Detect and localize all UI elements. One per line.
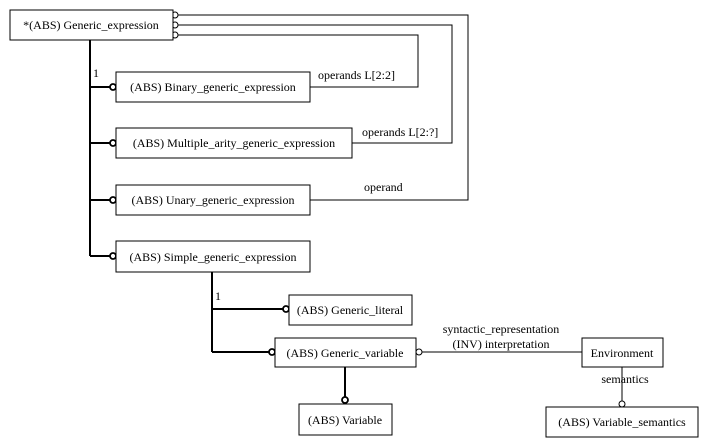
label-operands-multiple: operands L[2:?] <box>362 125 438 139</box>
entity-variable: (ABS) Variable <box>298 403 393 436</box>
label-cardinality-generic-expression: 1 <box>93 66 99 80</box>
entity-generic-variable: (ABS) Generic_variable <box>274 337 417 368</box>
entity-generic-literal: (ABS) Generic_literal <box>288 294 413 326</box>
subtype-endpoint-binary <box>109 83 117 91</box>
entity-label: *(ABS) Generic_expression <box>23 18 159 32</box>
entity-label: (ABS) Variable_semantics <box>558 415 686 429</box>
subtype-endpoint-simple <box>109 252 117 260</box>
entity-binary-generic-expression: (ABS) Binary_generic_expression <box>115 71 311 103</box>
entity-label: (ABS) Generic_variable <box>287 346 404 360</box>
entity-label: (ABS) Generic_literal <box>297 303 404 317</box>
entity-generic-expression: *(ABS) Generic_expression <box>9 9 174 41</box>
label-inv-interpretation: (INV) interpretation <box>453 337 550 351</box>
relation-endpoint-interpretation <box>415 348 423 356</box>
subtype-endpoint-variable-entity <box>341 396 349 404</box>
label-cardinality-simple: 1 <box>215 289 221 303</box>
label-syntactic-representation: syntactic_representation <box>443 322 560 336</box>
entity-label: Environment <box>591 346 654 360</box>
entity-label: (ABS) Simple_generic_expression <box>130 250 297 264</box>
subtype-endpoint-variable <box>268 348 276 356</box>
relation-endpoint-semantics <box>618 400 626 408</box>
label-operand-unary: operand <box>364 180 403 194</box>
entity-variable-semantics: (ABS) Variable_semantics <box>545 406 699 438</box>
label-semantics: semantics <box>601 372 649 386</box>
relation-line-operands-binary <box>178 34 419 88</box>
entity-label: (ABS) Variable <box>308 413 382 427</box>
entity-simple-generic-expression: (ABS) Simple_generic_expression <box>115 240 311 273</box>
entity-unary-generic-expression: (ABS) Unary_generic_expression <box>115 184 311 216</box>
subtype-endpoint-literal <box>282 305 290 313</box>
subtype-endpoint-multiple <box>109 139 117 147</box>
entity-label: (ABS) Binary_generic_expression <box>130 80 296 94</box>
entity-environment: Environment <box>581 337 664 368</box>
relation-line-operands-multiple <box>178 24 453 144</box>
subtype-endpoint-unary <box>109 196 117 204</box>
entity-label: (ABS) Multiple_arity_generic_expression <box>133 136 335 150</box>
label-operands-binary: operands L[2:2] <box>318 68 395 82</box>
relation-line-operand-unary <box>178 14 469 201</box>
entity-label: (ABS) Unary_generic_expression <box>132 193 295 207</box>
entity-multiple-arity-generic-expression: (ABS) Multiple_arity_generic_expression <box>115 127 353 159</box>
